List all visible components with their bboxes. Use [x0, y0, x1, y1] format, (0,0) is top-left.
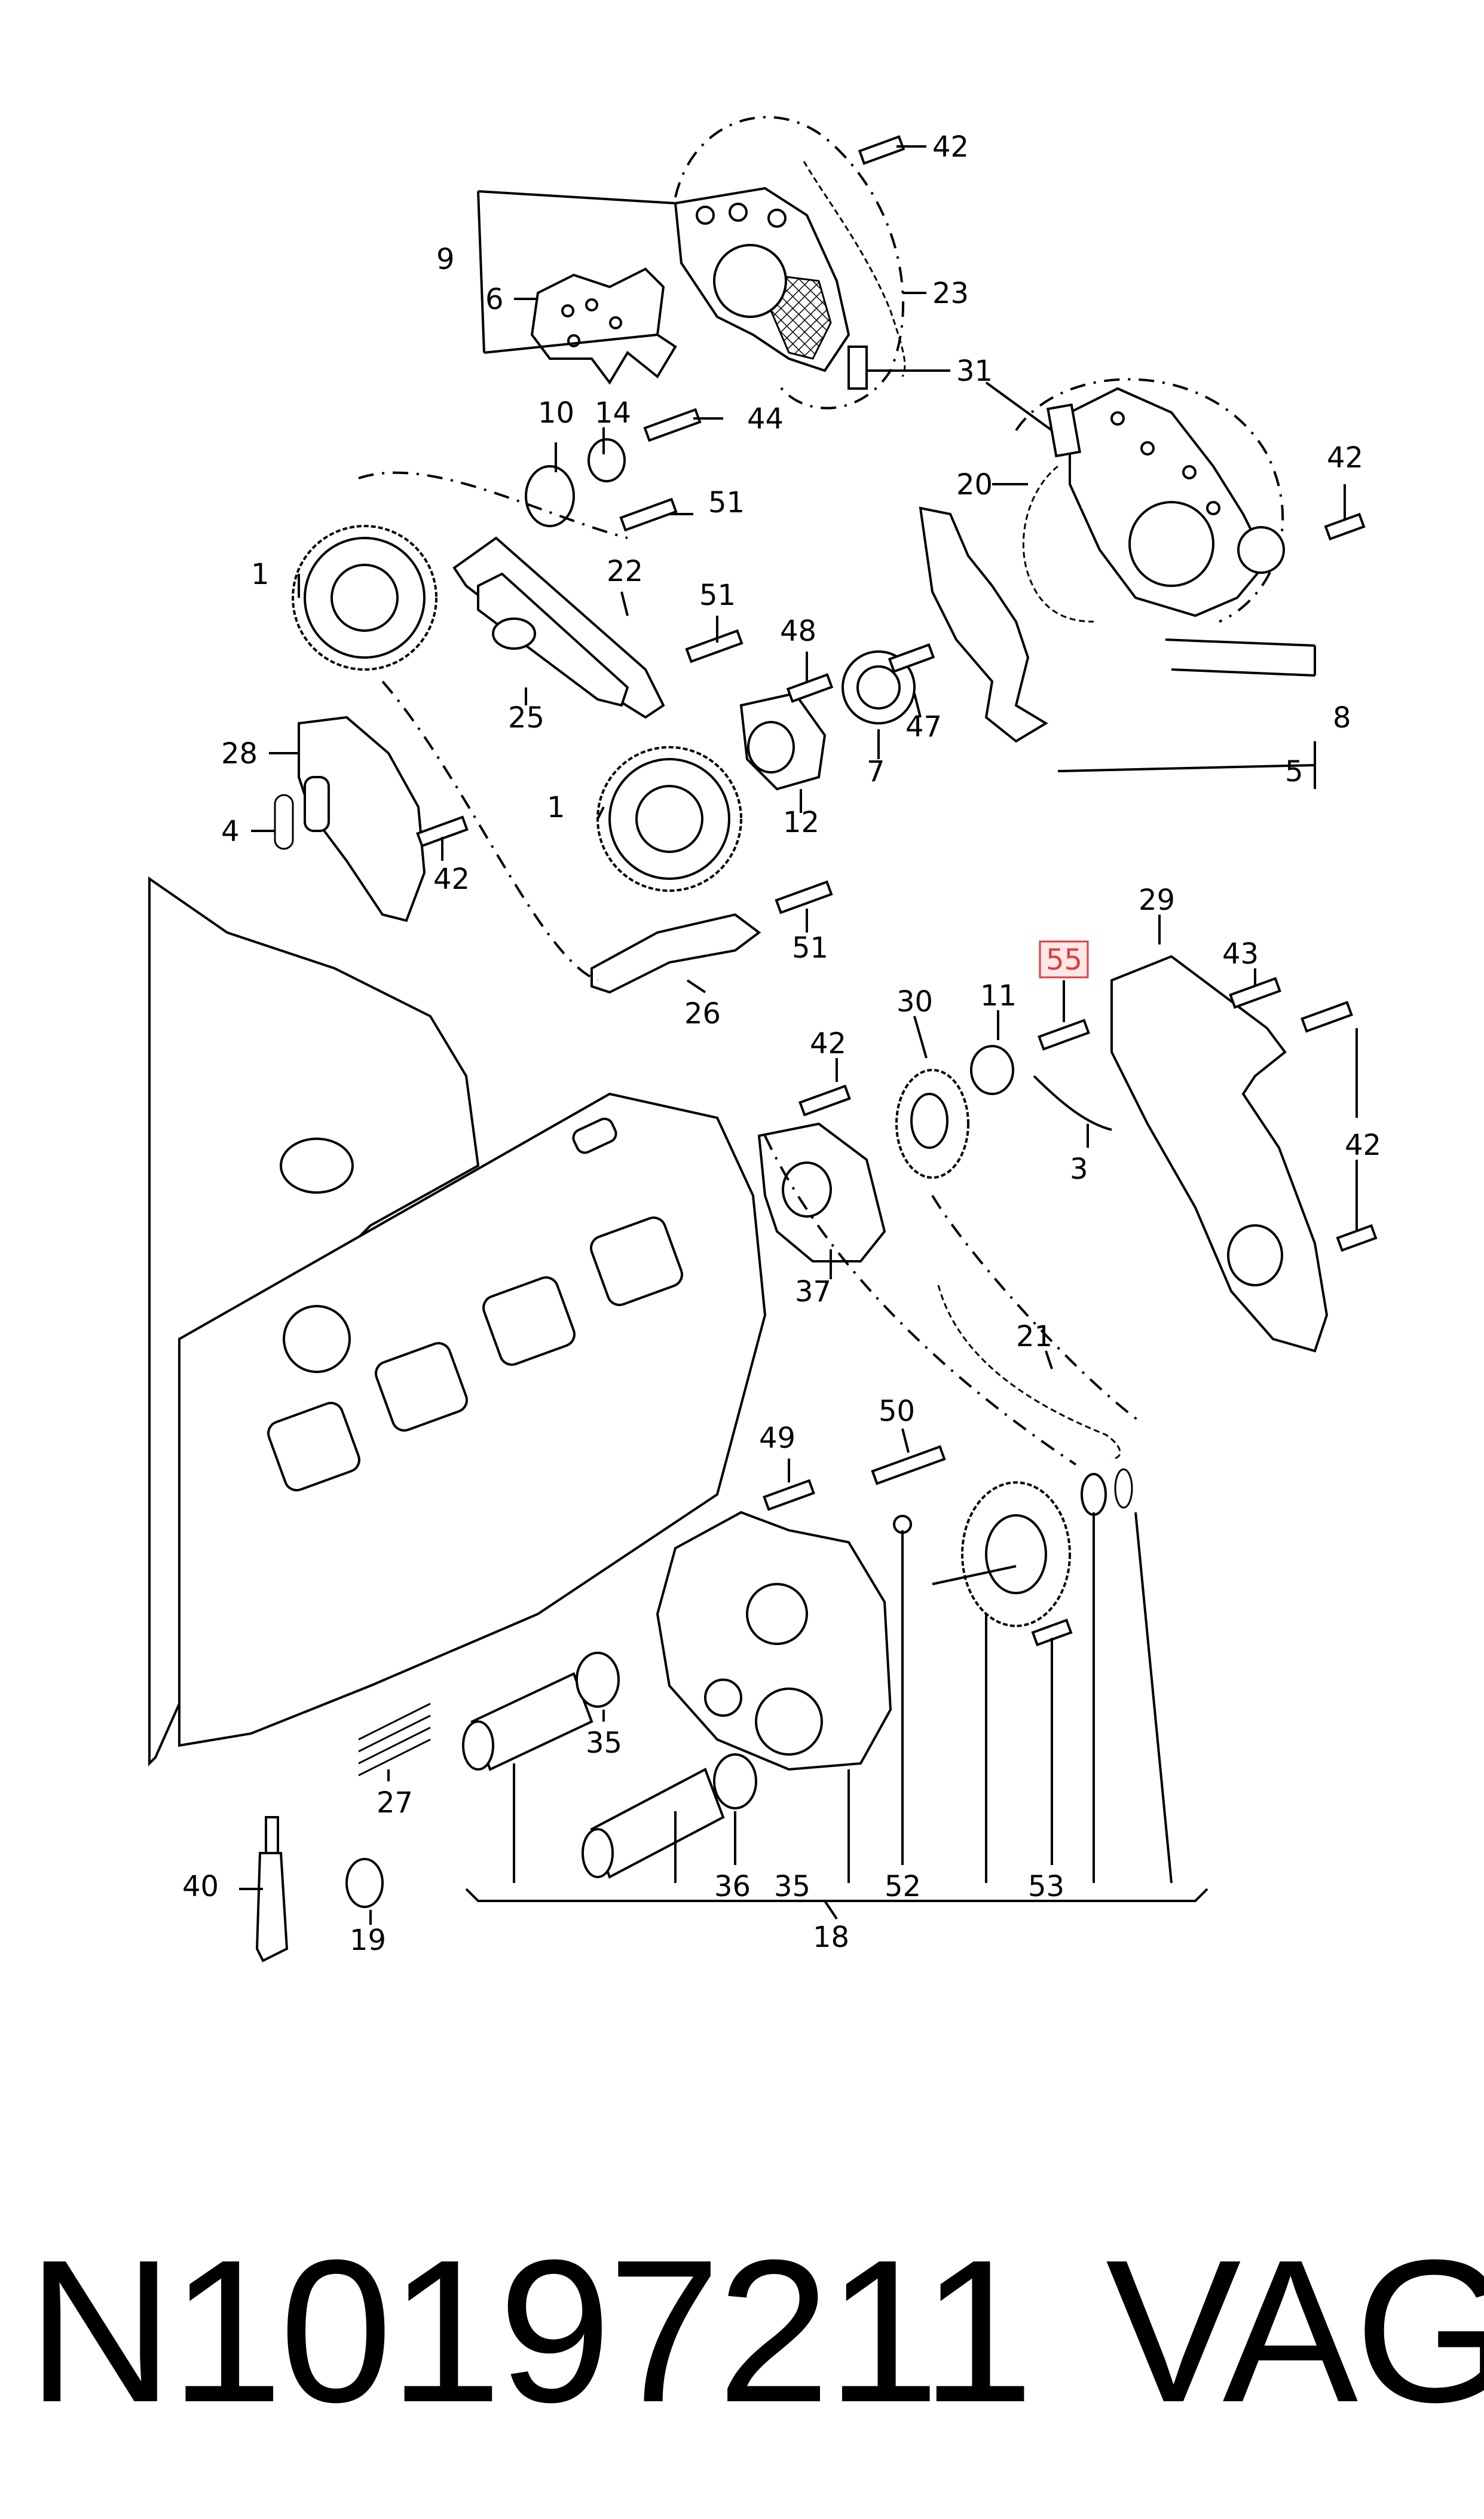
callout-14: 14: [595, 396, 631, 430]
spring-27: [358, 1702, 431, 1777]
exploded-parts-diagram: 42 9 6 23 31 10 14 44 51 42 20 1 22 51 4…: [148, 116, 1381, 1962]
callout-27: 27: [377, 1786, 413, 1820]
callout-31: 31: [956, 354, 993, 388]
tensioner-clip-31: [1047, 403, 1081, 458]
camshaft-adjuster-37: [757, 1122, 886, 1262]
callout-5: 5: [1285, 755, 1304, 788]
chain-guide-25: [477, 572, 629, 707]
callout-36: 36: [714, 1870, 751, 1903]
sprocket-1-lower: [596, 746, 742, 892]
callout-40: 40: [182, 1870, 219, 1903]
gasket-3: [1033, 1075, 1112, 1131]
callout-42: 42: [932, 130, 969, 164]
bearing-11: [970, 1045, 1014, 1095]
callout-21: 21: [1016, 1320, 1052, 1353]
chain-path-lower: [764, 1135, 1143, 1466]
callout-50: 50: [879, 1395, 915, 1428]
callout-3: 3: [1070, 1152, 1088, 1186]
callout-6: 6: [485, 283, 504, 316]
callout-42: 42: [1345, 1129, 1381, 1162]
callout-51: 51: [699, 579, 736, 612]
brand-label: VAG: [1106, 2218, 1484, 2445]
drive-shaft-lower: [582, 1768, 725, 1879]
leader-lines: [239, 145, 1358, 1925]
callout-52: 52: [885, 1870, 921, 1903]
callout-7: 7: [867, 755, 885, 788]
callout-28: 28: [221, 737, 258, 771]
bearing-10-14: [525, 438, 626, 527]
seal-4: [274, 794, 294, 850]
callout-47: 47: [905, 710, 942, 744]
callout-44: 44: [747, 402, 784, 436]
timing-chain-23: [803, 161, 906, 377]
callout-42: 42: [433, 863, 470, 896]
callout-1: 1: [547, 791, 565, 824]
sprocket-30: [895, 1069, 969, 1179]
callout-43: 43: [1222, 937, 1259, 971]
callout-23: 23: [932, 277, 969, 310]
chain-path-dashed: [358, 471, 628, 982]
sealant-tube-40: [255, 1816, 289, 1962]
timing-cover-right: [1015, 378, 1285, 623]
callout-49: 49: [759, 1421, 795, 1455]
timing-cover-upper: [674, 116, 905, 409]
callout-35: 35: [586, 1726, 622, 1760]
timing-chain-21: [937, 1285, 1121, 1460]
drive-shaft-upper: [462, 1672, 593, 1771]
callout-51: 51: [708, 486, 745, 519]
flange-12: [739, 692, 827, 791]
callout-30: 30: [896, 985, 933, 1019]
callout-8: 8: [1333, 701, 1351, 735]
callout-1: 1: [251, 558, 270, 591]
callout-35: 35: [774, 1870, 810, 1903]
callout-9: 9: [436, 243, 455, 276]
callout-4: 4: [221, 815, 240, 848]
callout-48: 48: [780, 615, 816, 648]
callout-42: 42: [810, 1027, 846, 1060]
callout-29: 29: [1139, 884, 1175, 917]
timing-chain-20: [1022, 465, 1094, 623]
engine-block: [148, 876, 767, 1766]
callout-highlight-box: [1039, 940, 1089, 979]
cover-plate-6: [530, 267, 677, 385]
callout-51: 51: [792, 931, 828, 965]
part-number: N10197211: [27, 2218, 1034, 2445]
callout-19: 19: [350, 1924, 386, 1957]
callout-labels: 42 9 6 23 31 10 14 44 51 42 20 1 22 51 4…: [182, 130, 1381, 1957]
seal-rings-35-36: [576, 1652, 757, 1809]
gear-53-shaft: [932, 1481, 1071, 1627]
callout-55-highlighted: 55: [1046, 943, 1082, 977]
chain-guide-26: [590, 913, 761, 994]
sprocket-1-upper: [292, 525, 437, 671]
cover-29: [1110, 955, 1329, 1353]
tensioner-28: [298, 716, 426, 922]
bracket-31: [847, 346, 868, 390]
callout-26: 26: [684, 997, 721, 1031]
callout-53: 53: [1028, 1870, 1064, 1903]
callout-11: 11: [980, 979, 1017, 1013]
callout-25: 25: [508, 701, 544, 735]
rings: [1081, 1468, 1133, 1516]
oil-pump-housing: [656, 1511, 892, 1771]
callout-37: 37: [795, 1275, 831, 1309]
callout-42: 42: [1327, 441, 1363, 475]
callout-18: 18: [813, 1921, 849, 1954]
bracket-5: [919, 506, 1048, 743]
callout-10: 10: [538, 396, 574, 430]
callout-20: 20: [956, 468, 993, 502]
bolts: [416, 135, 1378, 1647]
callout-12: 12: [783, 806, 819, 839]
callout-22: 22: [607, 555, 643, 588]
seal-ring-19: [345, 1858, 384, 1908]
